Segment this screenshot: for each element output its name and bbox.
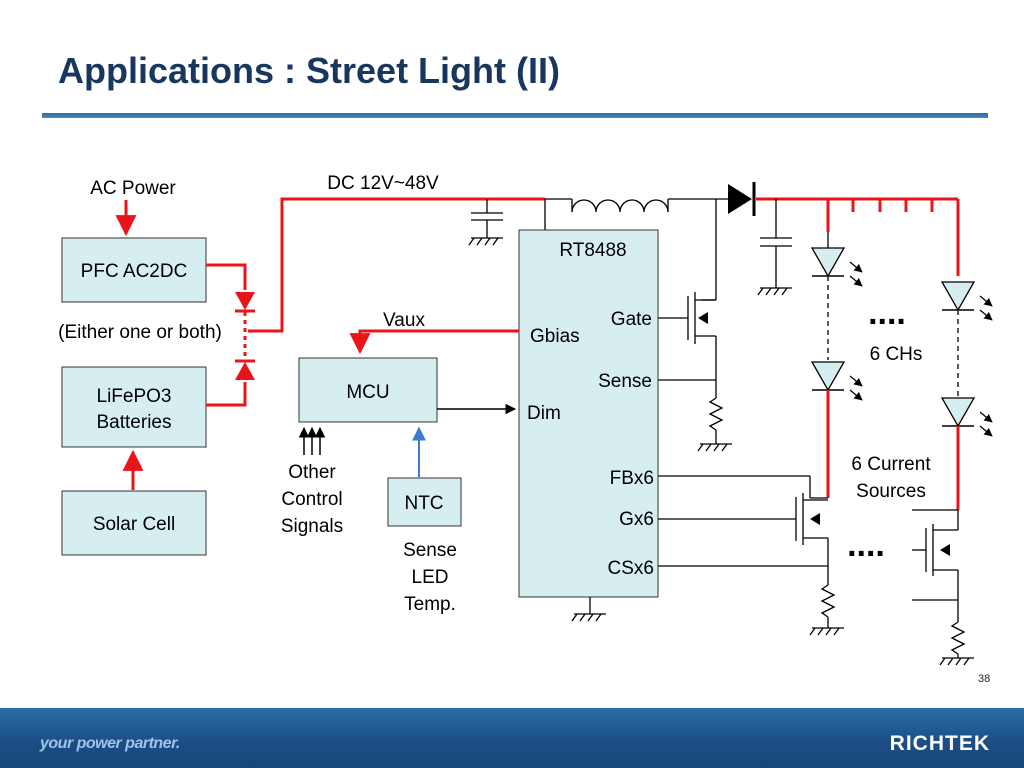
- ntc-desc-line1: Sense: [403, 540, 457, 561]
- led-dots: ....: [868, 294, 906, 332]
- ntc-box: [387, 477, 462, 527]
- led-string-1: [810, 232, 863, 498]
- bus-wiring: [544, 198, 728, 301]
- led-string-2: [940, 281, 993, 510]
- title-underline: [42, 113, 988, 118]
- solar-label: Solar Cell: [93, 514, 175, 535]
- footer-tagline: your power partner.: [40, 735, 180, 752]
- source-dots: ....: [847, 526, 885, 564]
- street-light-diagram: AC Power PFC AC2DC (Either one or both) …: [58, 173, 993, 666]
- ic-name: RT8488: [559, 240, 626, 261]
- battery-label-line2: Batteries: [97, 412, 172, 433]
- ac-power-label: AC Power: [90, 178, 176, 199]
- footer-bar: your power partner. RICHTEK: [0, 708, 1024, 768]
- pin-dim: Dim: [527, 403, 561, 424]
- control-signal-arrows: [298, 426, 326, 455]
- rt8488-ic: [518, 229, 659, 598]
- or-diode-network: [206, 197, 545, 407]
- pin-gbias: Gbias: [530, 326, 580, 347]
- dc-bus-label: DC 12V~48V: [327, 173, 439, 194]
- boost-diode: [728, 184, 752, 214]
- current-sources-line2: Sources: [856, 481, 926, 502]
- ntc-label: NTC: [404, 493, 443, 514]
- battery-box: [61, 366, 207, 448]
- mcu-box: [298, 357, 438, 423]
- battery-label-line1: LiFePO3: [97, 386, 172, 407]
- pin-fb: FBx6: [610, 468, 654, 489]
- current-source-2: [912, 509, 974, 666]
- ntc-desc-line3: Temp.: [404, 594, 456, 615]
- or-diode-top: [235, 292, 255, 310]
- other-signals-line2: Control: [281, 489, 342, 510]
- other-signals-line3: Signals: [281, 516, 343, 537]
- footer-brand-logo: RICHTEK: [889, 732, 990, 755]
- other-signals-line1: Other: [288, 462, 336, 483]
- boost-mosfet: [658, 292, 732, 452]
- pin-gx: Gx6: [619, 509, 654, 530]
- current-sources-line1: 6 Current: [851, 454, 931, 475]
- page-title: Applications : Street Light (II): [58, 50, 560, 91]
- ntc-desc-line2: LED: [412, 567, 449, 588]
- mcu-label: MCU: [346, 382, 389, 403]
- pfc-label: PFC AC2DC: [81, 261, 188, 282]
- input-capacitor: [468, 199, 503, 246]
- pin-cs: CSx6: [608, 558, 654, 579]
- page-number: 38: [978, 673, 991, 685]
- led-feed-stubs: [826, 199, 960, 276]
- pfc-box: [61, 237, 207, 303]
- ic-ground: [571, 597, 606, 622]
- vaux-label: Vaux: [383, 310, 425, 331]
- output-capacitor: [757, 199, 792, 296]
- or-diode-bottom: [235, 362, 255, 380]
- pin-sense: Sense: [598, 371, 652, 392]
- current-source-1: [658, 475, 844, 636]
- channels-label: 6 CHs: [870, 344, 923, 365]
- solar-box: [61, 490, 207, 556]
- either-label: (Either one or both): [58, 322, 222, 343]
- pin-gate: Gate: [611, 309, 652, 330]
- vaux-line: [349, 329, 519, 355]
